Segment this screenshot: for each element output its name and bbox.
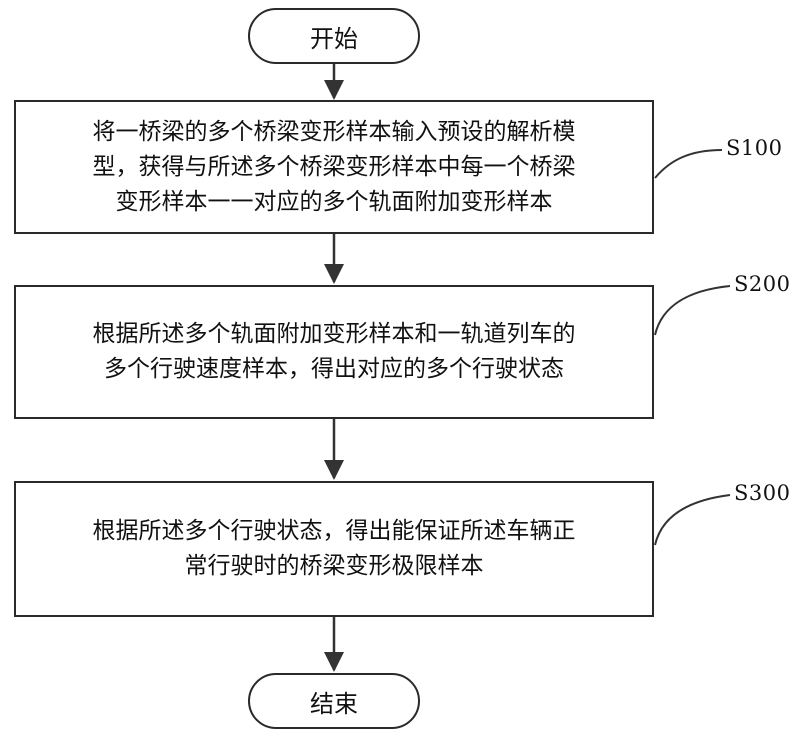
leader-s100: [655, 150, 722, 178]
step-s100-box: 将一桥梁的多个桥梁变形样本输入预设的解析模 型，获得与所述多个桥梁变形样本中每一…: [14, 100, 654, 234]
step-s300-box: 根据所述多个行驶状态，得出能保证所述车辆正 常行驶时的桥梁变形极限样本: [14, 481, 654, 617]
leader-s300: [655, 495, 730, 545]
step-s200-line: 多个行驶速度样本，得出对应的多个行驶状态: [93, 352, 576, 387]
step-s300-label: S300: [734, 481, 790, 505]
step-s200-box: 根据所述多个轨面附加变形样本和一轨道列车的 多个行驶速度样本，得出对应的多个行驶…: [14, 285, 654, 419]
step-s100-line: 变形样本一一对应的多个轨面附加变形样本: [93, 185, 576, 220]
start-node: 开始: [248, 8, 420, 64]
step-s300-line: 根据所述多个行驶状态，得出能保证所述车辆正: [93, 514, 576, 549]
leader-s200: [655, 286, 730, 335]
step-s100-line: 型，获得与所述多个桥梁变形样本中每一个桥梁: [93, 150, 576, 185]
end-label: 结束: [310, 684, 358, 719]
start-label: 开始: [310, 19, 358, 54]
step-s100-label: S100: [726, 136, 782, 160]
end-node: 结束: [248, 673, 420, 729]
step-s200-line: 根据所述多个轨面附加变形样本和一轨道列车的: [93, 317, 576, 352]
step-s300-line: 常行驶时的桥梁变形极限样本: [93, 549, 576, 584]
step-s200-label: S200: [734, 272, 790, 296]
step-s100-line: 将一桥梁的多个桥梁变形样本输入预设的解析模: [93, 115, 576, 150]
